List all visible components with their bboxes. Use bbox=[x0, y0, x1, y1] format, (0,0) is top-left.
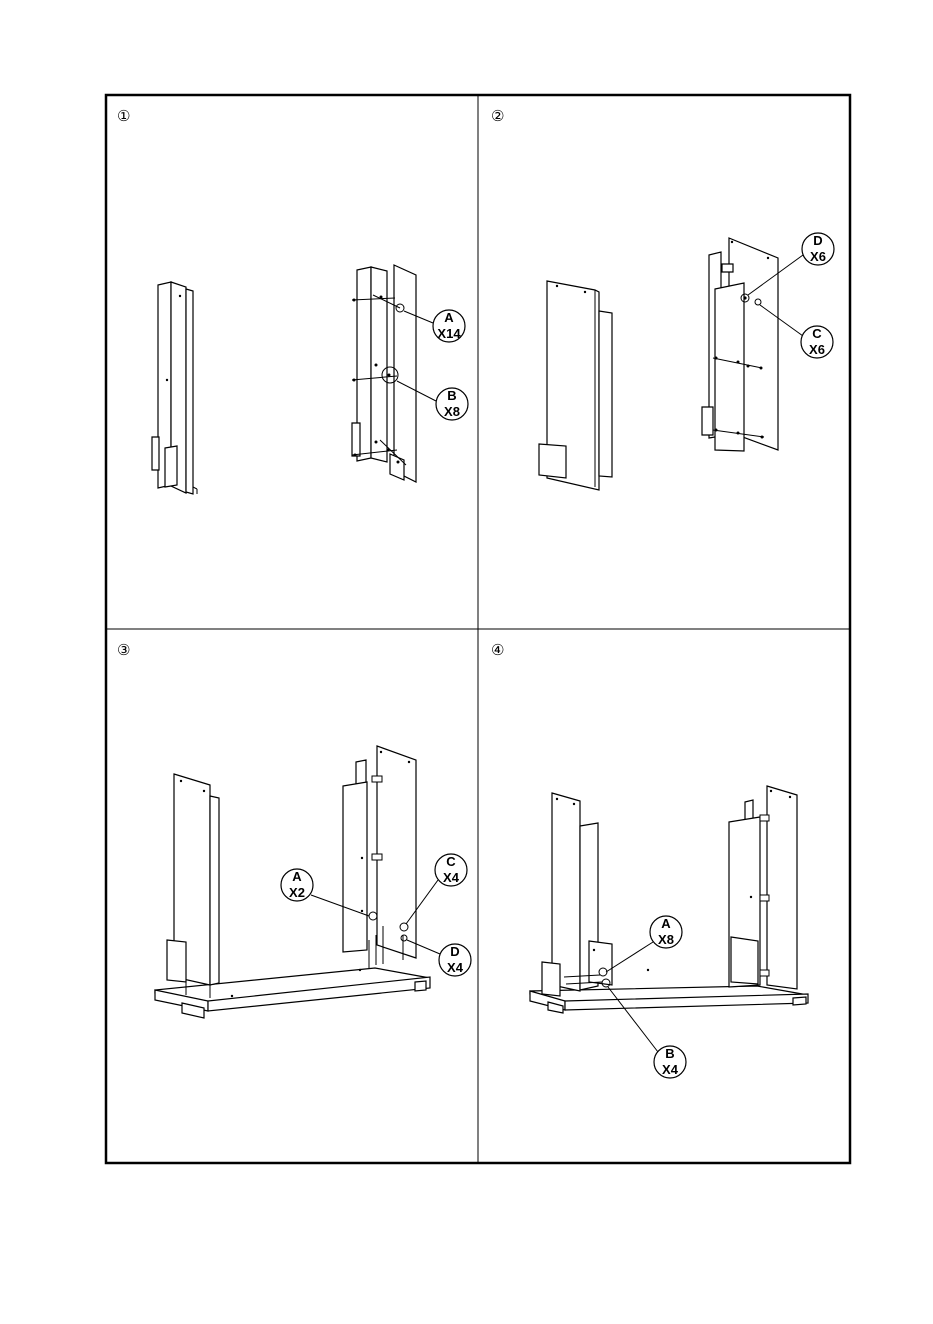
callout-letter: A bbox=[292, 869, 302, 884]
left-side-panel bbox=[542, 793, 612, 996]
left-side-panel bbox=[167, 774, 219, 998]
left-side-panel bbox=[539, 281, 612, 490]
right-side-panel-exploded bbox=[702, 238, 778, 451]
callout-letter: A bbox=[661, 916, 671, 931]
right-side-panel bbox=[729, 786, 797, 989]
callout-letter: C bbox=[446, 854, 456, 869]
step-number-3: ③ bbox=[117, 641, 130, 659]
callout-letter: C bbox=[812, 326, 822, 341]
callout-letter: B bbox=[447, 388, 456, 403]
step-2-illustration: D X6 C X6 bbox=[539, 233, 834, 490]
callout-quantity: X4 bbox=[662, 1062, 679, 1077]
step-1-illustration: A X14 B X8 bbox=[152, 265, 468, 494]
callout-letter: A bbox=[444, 310, 454, 325]
callout-quantity: X8 bbox=[444, 404, 460, 419]
left-side-panel bbox=[152, 282, 197, 494]
callout-quantity: X4 bbox=[443, 870, 460, 885]
callout-letter: D bbox=[450, 944, 459, 959]
step-number-4: ④ bbox=[491, 641, 504, 659]
callout-quantity: X2 bbox=[289, 885, 305, 900]
callout-quantity: X8 bbox=[658, 932, 674, 947]
callout-a-x8: A X8 bbox=[606, 916, 682, 972]
step-number-2: ② bbox=[491, 107, 504, 125]
step-4-illustration: A X8 B X4 bbox=[530, 786, 808, 1078]
callout-letter: B bbox=[665, 1046, 674, 1061]
right-side-panel-exploded bbox=[352, 265, 416, 482]
callout-quantity: X6 bbox=[810, 249, 826, 264]
right-side-panel bbox=[343, 746, 416, 968]
callout-quantity: X4 bbox=[447, 960, 464, 975]
callout-quantity: X6 bbox=[809, 342, 825, 357]
step-number-1: ① bbox=[117, 107, 130, 125]
callout-letter: D bbox=[813, 233, 822, 248]
step-3-illustration: A X2 C X4 D X4 bbox=[155, 746, 471, 1018]
base-board bbox=[530, 986, 808, 1013]
callout-quantity: X14 bbox=[437, 326, 461, 341]
